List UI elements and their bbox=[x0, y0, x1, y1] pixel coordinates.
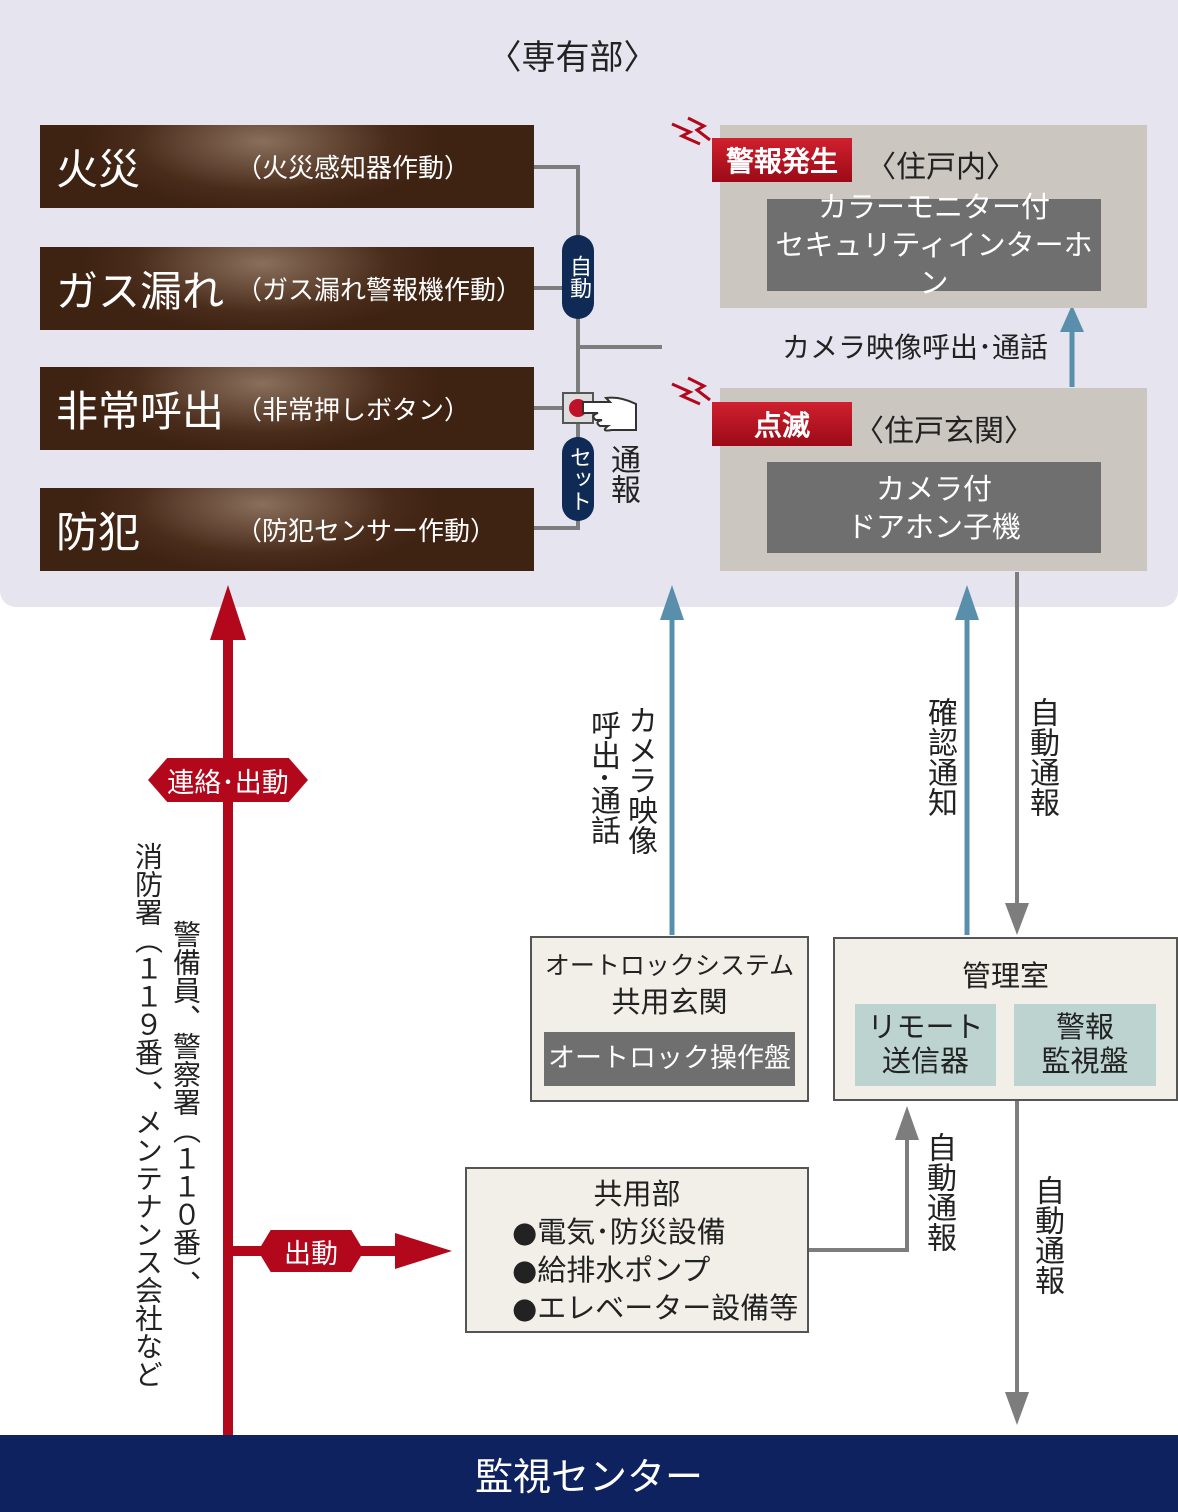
alarm-tag: 警報発生 bbox=[712, 138, 852, 182]
camera-call-label: カメラ映像呼出･通話 bbox=[782, 331, 1049, 364]
management-box: 管理室 リモート送信器 警報監視盤 bbox=[833, 937, 1178, 1101]
auto-report-label-3: 自動通報 bbox=[1029, 1175, 1064, 1295]
camera-call-vertical-1: カメラ映像 bbox=[622, 705, 657, 855]
trigger-connector bbox=[534, 165, 662, 530]
arrowhead-up bbox=[955, 585, 979, 620]
trigger-title: 非常呼出 bbox=[56, 387, 225, 436]
trigger-sub: （ガス漏れ警報機作動） bbox=[236, 276, 523, 306]
trigger-security: 防犯 （防犯センサー作動） bbox=[40, 488, 534, 571]
trigger-sub: （火災感知器作動） bbox=[236, 154, 471, 184]
blink-tag: 点滅 bbox=[712, 402, 852, 446]
trigger-sub: （非常押しボタン） bbox=[236, 396, 471, 426]
autolock-box: オートロックシステム 共用玄関 オートロック操作盤 bbox=[530, 936, 809, 1102]
camera-call-vertical-2: 呼出･通話 bbox=[585, 710, 620, 845]
private-area-title: 〈専有部〉 bbox=[487, 38, 658, 78]
alarm-line: 監視盤 bbox=[1041, 1044, 1129, 1078]
monitoring-center-label: 監視センター bbox=[474, 1455, 703, 1499]
arrowhead-up bbox=[210, 585, 246, 640]
trigger-fire: 火災 （火災感知器作動） bbox=[40, 125, 534, 208]
responders-line-2: 警備員、警察署（１１０番）、 bbox=[169, 920, 202, 1298]
remote-line: リモート bbox=[867, 1010, 984, 1044]
common-area-box: 共用部 ●電気･防災設備 ●給排水ポンプ ●エレベーター設備等 bbox=[465, 1167, 809, 1333]
arrowhead-up bbox=[660, 585, 684, 620]
trigger-title: 防犯 bbox=[56, 508, 141, 557]
arrowhead-down bbox=[1005, 1392, 1029, 1425]
common-item: ●電気･防災設備 bbox=[512, 1215, 726, 1249]
alarm-monitor: 警報監視盤 bbox=[1014, 1004, 1156, 1086]
intercom-device: カラーモニター付セキュリティインターホン bbox=[767, 190, 1101, 300]
device-line: セキュリティインターホン bbox=[775, 228, 1093, 300]
doorphone-device: カメラ付ドアホン子機 bbox=[767, 462, 1101, 553]
auto-report-line-2 bbox=[808, 1140, 909, 1252]
autolock-panel: オートロック操作盤 bbox=[544, 1032, 795, 1086]
device-line: ドアホン子機 bbox=[846, 509, 1021, 544]
arrowhead-up bbox=[1060, 305, 1084, 332]
auto-pill: 自動 bbox=[562, 235, 594, 319]
report-label: 通報 bbox=[605, 444, 640, 504]
dispatch-label: 出動 bbox=[258, 1230, 364, 1272]
unit-inside-label: 〈住戸内〉 bbox=[866, 150, 1016, 185]
trigger-title: ガス漏れ bbox=[56, 267, 225, 316]
autolock-line1: オートロックシステム bbox=[544, 951, 795, 980]
autolock-line2: 共用玄関 bbox=[611, 985, 728, 1019]
set-pill: セット bbox=[562, 437, 594, 521]
monitoring-center-bar: 監視センター bbox=[0, 1435, 1178, 1512]
alarm-line: 警報 bbox=[1055, 1010, 1114, 1044]
alert-lightning-icon bbox=[671, 116, 711, 406]
arrowhead-right bbox=[395, 1233, 452, 1269]
trigger-gas: ガス漏れ （ガス漏れ警報機作動） bbox=[40, 247, 534, 330]
auto-report-label-1: 自動通報 bbox=[1024, 697, 1059, 817]
remote-line: 送信器 bbox=[881, 1044, 969, 1078]
confirm-label: 確認通知 bbox=[922, 697, 957, 817]
trigger-title: 火災 bbox=[56, 145, 141, 194]
remote-transmitter: リモート送信器 bbox=[855, 1004, 996, 1086]
emergency-button-icon bbox=[562, 392, 637, 432]
device-line: カラーモニター付 bbox=[817, 190, 1050, 224]
common-item: ●エレベーター設備等 bbox=[512, 1291, 799, 1325]
common-item: ●給排水ポンプ bbox=[512, 1253, 711, 1287]
common-title: 共用部 bbox=[593, 1177, 681, 1211]
trigger-sub: （防犯センサー作動） bbox=[236, 517, 497, 547]
arrowhead-down bbox=[1005, 903, 1029, 935]
unit-entrance-label: 〈住戸玄関〉 bbox=[854, 414, 1034, 449]
management-title: 管理室 bbox=[961, 959, 1049, 993]
responders-line-1: 消防署（１１９番）、メンテナンス会社など bbox=[131, 842, 164, 1388]
arrowhead-up bbox=[895, 1106, 919, 1140]
auto-report-label-2: 自動通報 bbox=[921, 1132, 956, 1252]
contact-dispatch-label: 連絡･出動 bbox=[148, 758, 308, 802]
trigger-emergency: 非常呼出 （非常押しボタン） bbox=[40, 367, 534, 450]
device-line: カメラ付 bbox=[875, 471, 992, 506]
